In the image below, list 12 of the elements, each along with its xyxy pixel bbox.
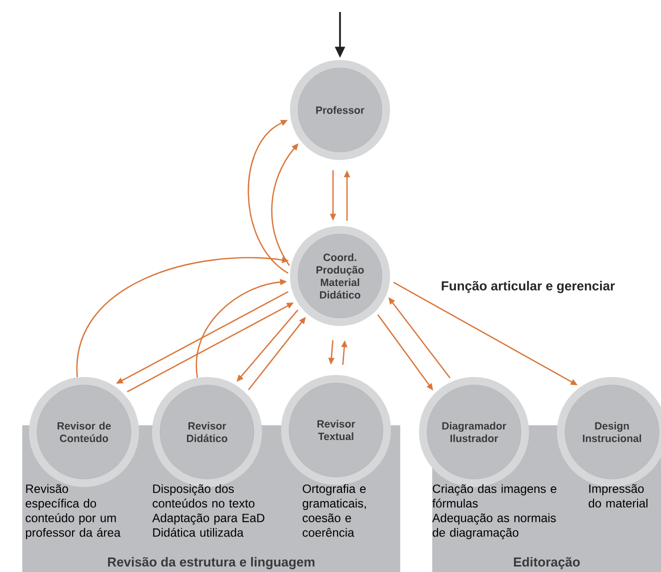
description-text: Disposição dos conteúdos no texto <box>152 484 254 508</box>
node-label: Revisão da estrutura e linguagem <box>108 557 314 570</box>
role-label: Função articular e gerenciar <box>442 280 615 294</box>
description-text: Revisão específica do conteúdo por um professor da área <box>26 484 121 540</box>
description-text: Adequação as normais de diagramação <box>432 513 556 540</box>
description-text: Impressão do material <box>588 484 648 508</box>
description-text: Didática utilizada <box>153 528 244 537</box>
description-text: Ortografia e gramaticais, coesão e coerência <box>302 484 366 537</box>
description-text: Adaptação para EaD <box>152 513 264 525</box>
node-label: Editoração <box>514 557 580 570</box>
description-text: Criação das imagens e fórmulas <box>432 484 556 508</box>
arrow <box>248 120 288 274</box>
